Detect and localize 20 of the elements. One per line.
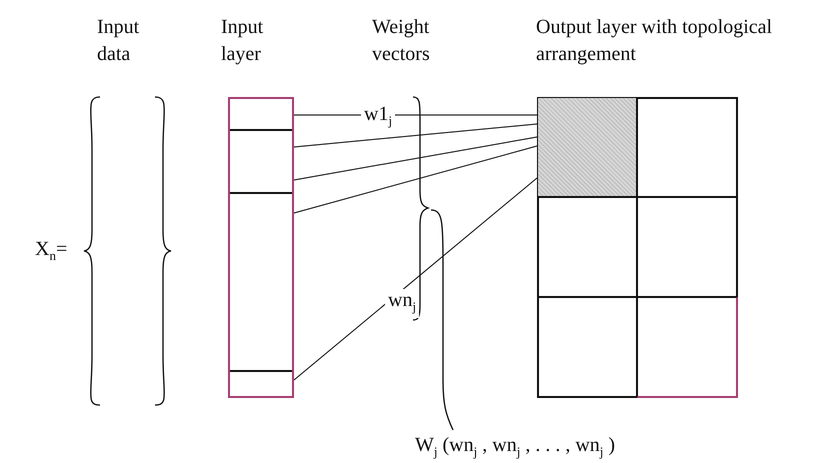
connector-line <box>294 178 538 380</box>
winning-neuron-cell <box>537 97 637 197</box>
vector-label: X$_{n}$= <box>35 237 68 265</box>
input-neuron-cell <box>228 129 294 194</box>
output-neuron-cell <box>637 197 738 297</box>
output-grid <box>537 97 738 398</box>
output-neuron-cell <box>537 197 637 297</box>
formula-label: W$_{j}$ (wn$_{j}$ , wn$_{j}$ , . . . , wn$_{j}$ ) <box>415 433 616 461</box>
connector-line <box>294 136 538 180</box>
connector-line <box>294 124 538 148</box>
input-neuron-cell <box>228 192 294 372</box>
output-neuron-cell <box>537 297 637 398</box>
edge-label: wn$_{j}$ <box>385 289 420 318</box>
connector-line <box>294 146 538 214</box>
output-neuron-cell <box>637 97 738 197</box>
column-heading: Input layer <box>221 15 264 67</box>
column-heading: Output layer with topological arrangement <box>536 15 774 67</box>
column-heading: Weight vectors <box>372 15 431 67</box>
column-heading: Input data <box>97 15 140 67</box>
output-neuron-cell <box>637 297 738 398</box>
